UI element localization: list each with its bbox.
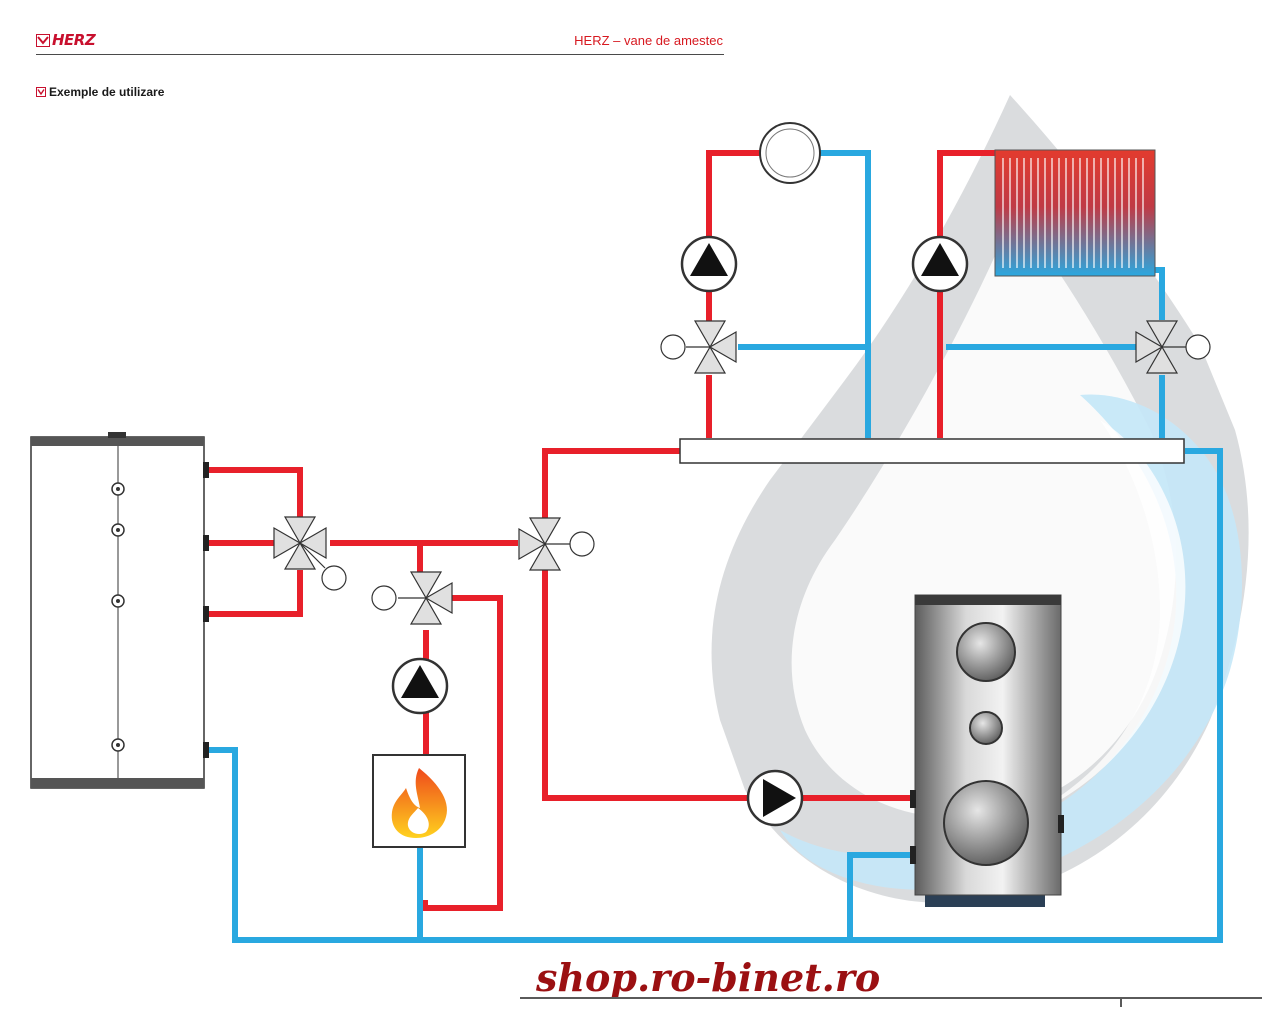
boiler-flame-icon	[372, 754, 466, 848]
room-sensor-icon	[759, 122, 821, 184]
header-divider	[36, 54, 724, 55]
brand-name: HERZ	[52, 31, 96, 49]
buffer-storage-tank	[30, 432, 209, 789]
circuit1-pump-icon	[680, 235, 738, 293]
shop-url-link[interactable]: shop.ro-binet.ro	[536, 955, 881, 1000]
boiler-pump-icon	[391, 657, 449, 715]
hot-pipes	[207, 150, 995, 911]
radiator-icon	[994, 149, 1156, 277]
distribution-mixing-valve-icon	[518, 517, 595, 571]
footer-tick	[1120, 997, 1122, 1007]
distributor-bar	[679, 438, 1185, 464]
watermark-drop	[711, 95, 1249, 903]
tank-pump-icon	[746, 769, 804, 827]
herz-logo-icon	[36, 33, 50, 47]
circuit2-mixing-valve-icon	[1135, 320, 1211, 374]
herz-logo: HERZ	[36, 31, 96, 49]
boiler-mixing-valve-icon	[371, 571, 453, 625]
circuit1-mixing-valve-icon	[660, 320, 737, 374]
page-title: HERZ – vane de amestec	[574, 33, 723, 48]
section-title: Exemple de utilizare	[49, 85, 165, 99]
hot-water-tank	[910, 594, 1064, 907]
circuit2-pump-icon	[911, 235, 969, 293]
footer-divider	[520, 997, 1262, 999]
section-heading: Exemple de utilizare	[36, 85, 164, 99]
four-way-mixing-valve-icon	[273, 516, 347, 591]
checkbox-icon	[36, 87, 46, 97]
